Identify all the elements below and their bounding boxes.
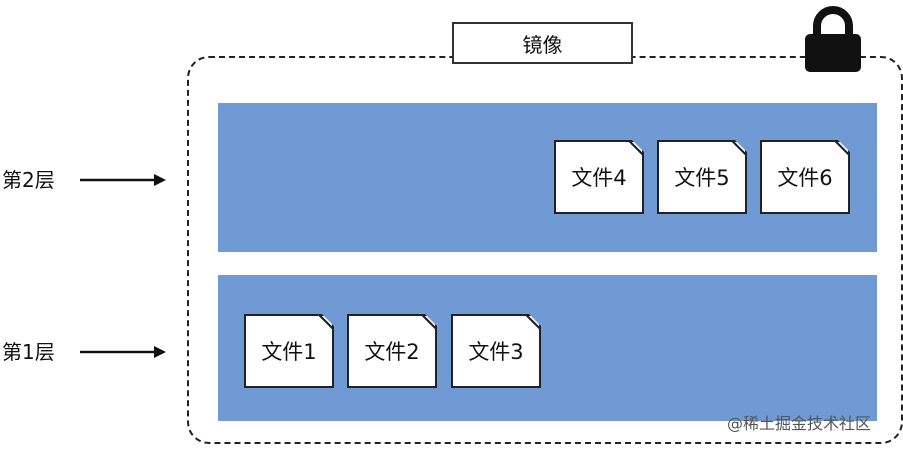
file-label: 文件1	[261, 340, 317, 364]
file-card: 文件6	[760, 140, 850, 214]
file-card: 文件1	[244, 314, 334, 388]
image-title-box: 镜像	[452, 22, 633, 64]
file-card: 文件4	[554, 140, 644, 214]
file-card: 文件3	[451, 314, 541, 388]
watermark-text: @稀土掘金技术社区	[727, 414, 872, 433]
layer-2-label: 第2层	[2, 168, 55, 192]
file-label: 文件6	[777, 166, 833, 190]
file-label: 文件5	[674, 166, 730, 190]
arrow-right-icon	[80, 174, 166, 186]
lock-icon	[805, 6, 861, 72]
arrow-right-icon	[80, 346, 166, 358]
file-label: 文件3	[468, 340, 524, 364]
file-label: 文件2	[364, 340, 420, 364]
file-card: 文件2	[347, 314, 437, 388]
image-title: 镜像	[522, 32, 563, 57]
layer-1-label: 第1层	[2, 340, 55, 364]
file-card: 文件5	[657, 140, 747, 214]
file-label: 文件4	[571, 166, 627, 190]
